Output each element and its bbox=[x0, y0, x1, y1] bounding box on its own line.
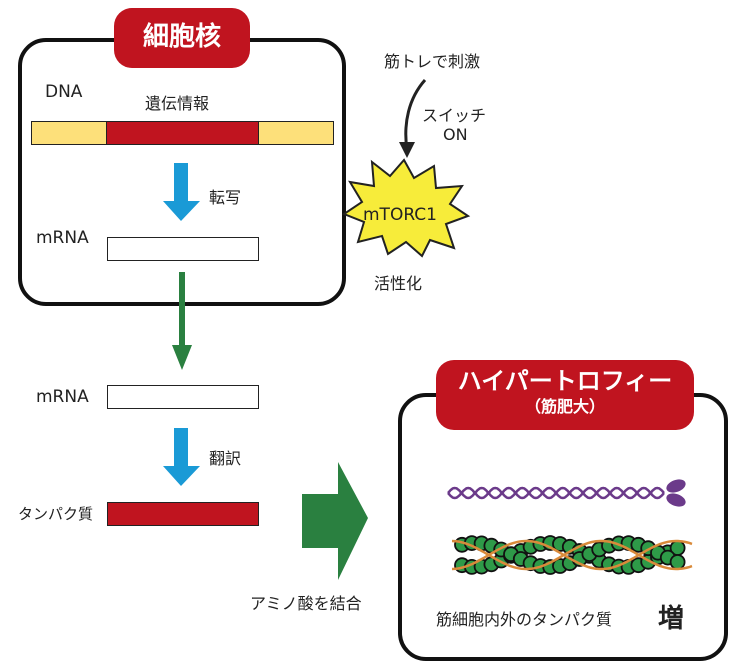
hypertrophy-box bbox=[398, 393, 728, 661]
hypertrophy-caption: 筋細胞内外のタンパク質 bbox=[436, 610, 613, 629]
switch-label-line2: ON bbox=[443, 125, 468, 144]
cytoplasm-mrna-bar bbox=[107, 385, 259, 409]
mtorc1-star-icon bbox=[341, 158, 471, 258]
export-arrow-icon bbox=[172, 272, 192, 370]
protein-label: タンパク質 bbox=[18, 505, 94, 523]
hypertrophy-subtitle: （筋肥大） bbox=[524, 397, 605, 416]
amino-acid-label: アミノ酸を結合 bbox=[250, 594, 362, 613]
myosin-filament-icon bbox=[447, 479, 686, 507]
dna-bar-left bbox=[31, 121, 108, 145]
nucleus-title-badge: 細胞核 bbox=[114, 8, 250, 68]
transcription-label: 転写 bbox=[209, 188, 242, 207]
activation-label: 活性化 bbox=[374, 274, 423, 293]
stimulus-label: 筋トレで刺激 bbox=[384, 52, 481, 71]
actin-monomer bbox=[669, 554, 686, 570]
dna-bar-gene bbox=[106, 121, 259, 145]
tropomyosin-strand bbox=[451, 539, 693, 571]
increase-label: 増 bbox=[658, 604, 685, 634]
switch-label-line1: スイッチ bbox=[422, 106, 487, 125]
nucleus-mrna-bar bbox=[107, 237, 259, 261]
protein-bar bbox=[107, 502, 259, 526]
nucleus-title: 細胞核 bbox=[142, 22, 221, 52]
hypertrophy-title-badge: ハイパートロフィー （筋肥大） bbox=[436, 360, 694, 430]
hypertrophy-title: ハイパートロフィー bbox=[457, 367, 673, 395]
myosin-head bbox=[666, 479, 686, 493]
cytoplasm-mrna-label: mRNA bbox=[36, 387, 89, 407]
mtorc1-label: mTORC1 bbox=[363, 205, 437, 225]
actin-filament-icon bbox=[451, 535, 693, 575]
translation-label: 翻訳 bbox=[209, 449, 242, 468]
big-green-arrow-icon bbox=[302, 462, 368, 580]
transcription-arrow-icon bbox=[163, 163, 200, 221]
myosin-strand bbox=[447, 486, 665, 500]
dna-bar-right bbox=[258, 121, 334, 145]
stimulus-arrow-icon bbox=[399, 79, 427, 158]
translation-arrow-icon bbox=[163, 428, 200, 486]
tropomyosin-strand bbox=[451, 539, 693, 571]
myosin-head bbox=[666, 493, 686, 507]
gene-label: 遺伝情報 bbox=[145, 94, 210, 113]
dna-label: DNA bbox=[45, 82, 83, 102]
nucleus-mrna-label: mRNA bbox=[36, 228, 89, 248]
